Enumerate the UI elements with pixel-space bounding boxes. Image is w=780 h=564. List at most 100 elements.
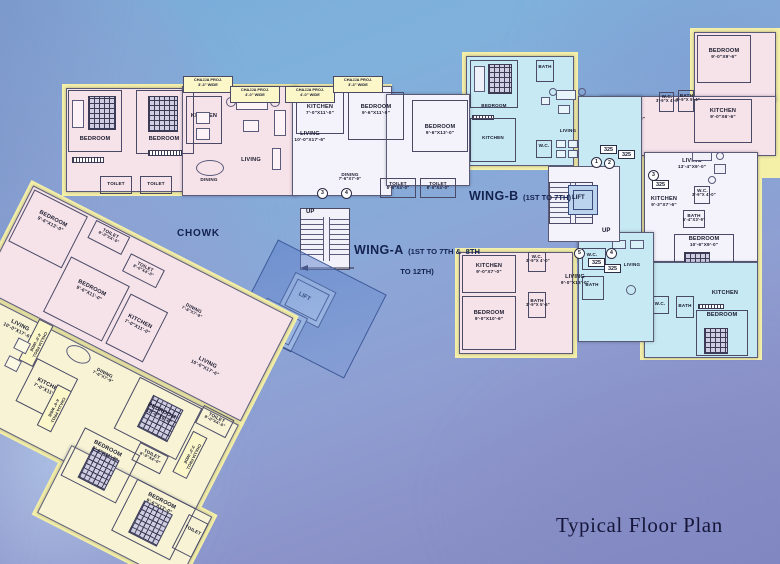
dining-furniture — [556, 150, 566, 158]
room-wc — [582, 248, 606, 270]
column-number: 3 — [317, 188, 328, 199]
chajja-callout: CHAJJA PROJ.3'-3" WIDE — [333, 76, 383, 93]
room-wc — [659, 92, 674, 112]
window-hatch — [72, 157, 104, 163]
chowk-label: CHOWK — [177, 228, 220, 239]
room-bath — [678, 90, 694, 112]
chair-furniture — [578, 88, 586, 96]
table-furniture — [714, 164, 726, 174]
room-label: BEDROOM — [481, 103, 507, 108]
unit-furniture — [541, 97, 550, 105]
lift-shaft-wing-b — [568, 185, 598, 215]
room-kitchen — [470, 118, 516, 162]
room-label: BATH — [678, 303, 692, 308]
room-toilet — [380, 178, 416, 198]
page-title: Typical Floor Plan — [556, 513, 723, 537]
room-bedroom — [696, 310, 748, 356]
room-label: KITCHEN — [711, 290, 739, 296]
chajja-callout: CHAJJA PROJ.4'-0" WIDE — [285, 86, 335, 103]
lift-label: LIFT — [572, 195, 585, 201]
room-label: KITCHEN 9'-0"X7'-0" — [475, 263, 503, 275]
room-label: BATH 3'-9"X 5'-6" — [526, 298, 550, 308]
room-wc — [694, 186, 710, 204]
room-label: BATH — [585, 282, 599, 287]
window-hatch — [698, 304, 724, 309]
room-label: TOILET 8'-0"X4'-0" — [426, 181, 450, 191]
room-label: BATH 3'-9"X 5'-4" — [676, 93, 700, 103]
room-label: TOILET — [147, 181, 165, 186]
room-label: TOILET 8'-0"X4'-0" — [386, 181, 410, 191]
room-toilet — [140, 176, 172, 194]
room-label: BEDROOM 9'-6"X11'-0" — [360, 104, 392, 116]
wing-a-label: WING-A (1ST TO 7TH & 8TH TO 12TH) — [354, 243, 480, 276]
bed-furniture — [88, 96, 116, 130]
sofa-furniture — [556, 90, 576, 100]
dining-table-furniture — [196, 160, 224, 176]
room-bedroom — [68, 90, 122, 152]
dining-furniture — [556, 140, 566, 148]
bed-furniture — [148, 96, 178, 132]
column-number: 4 — [341, 188, 352, 199]
room-label: TOILET — [107, 181, 125, 186]
room-label: W.C. — [586, 252, 598, 257]
room-label: LIVING 10'-0"X17'-6" — [294, 131, 326, 143]
up-label: UP — [602, 228, 611, 234]
column-number: 1 — [591, 157, 602, 168]
unit-block-wing-b-right-top — [694, 32, 776, 102]
room-label: W.C. 3'-9"X 4'-0" — [692, 188, 716, 198]
room-bedroom — [462, 296, 516, 350]
column-number: 5 — [574, 248, 585, 259]
room-label: BEDROOM 10'-6"X9'-0" — [688, 236, 720, 248]
unit-block-wing-b-right-mid — [644, 152, 758, 262]
room-label: BEDROOM — [706, 312, 738, 318]
window-hatch — [148, 150, 182, 156]
unit-furniture — [196, 112, 210, 124]
table-furniture — [558, 105, 570, 114]
bed-furniture — [488, 64, 512, 94]
room-bedroom — [470, 60, 518, 108]
room-label: LIVING — [623, 262, 641, 267]
duct-tag: 325 — [618, 150, 635, 159]
room-label: BEDROOM — [148, 136, 180, 142]
room-label: LIVING 13'-4"X9'-0" — [677, 158, 707, 170]
room-label: DINING — [200, 177, 218, 182]
room-label: KITCHEN — [482, 135, 504, 140]
room-bath — [536, 60, 554, 82]
unit-block-top-center — [292, 86, 392, 196]
column-number: 2 — [604, 158, 615, 169]
room-label: BATH — [538, 64, 552, 69]
sofa-furniture — [692, 152, 712, 161]
chair-furniture — [716, 152, 724, 160]
room-label: BEDROOM — [79, 136, 111, 142]
room-label: W.C. 3'-9"X 4'-0" — [526, 254, 550, 264]
up-label: UP — [306, 209, 315, 215]
room-wc — [528, 252, 546, 272]
chair-furniture — [708, 176, 716, 184]
unit-furniture — [272, 148, 281, 170]
unit-furniture — [196, 128, 210, 140]
wardrobe-furniture — [72, 100, 84, 128]
room-wc — [536, 140, 552, 158]
room-label: LIVING — [241, 157, 261, 163]
room-label: BEDROOM 9'-6"X13'-0" — [424, 124, 456, 136]
sofa-furniture — [274, 110, 286, 136]
wing-b-label: WING-B (1ST TO 7TH) — [468, 189, 572, 203]
room-label: LIVING 9'-0"X13'-0" — [560, 274, 590, 286]
duct-tag: 325 — [588, 258, 605, 267]
duct-tag: 325 — [652, 180, 669, 189]
table-furniture — [243, 120, 259, 132]
room-label: BEDROOM 9'-0"X9'-6" — [708, 48, 740, 60]
dining-furniture — [568, 140, 578, 148]
room-label: W.C. 3'-9"X 4'-0" — [656, 94, 680, 104]
column-number: 3 — [648, 170, 659, 181]
duct-tag: 325 — [600, 145, 617, 154]
chajja-callout: CHAJJA PROJ.4'-0" WIDE — [230, 86, 280, 103]
window-hatch — [472, 115, 494, 120]
room-toilet — [420, 178, 456, 198]
column-number: 4 — [606, 248, 617, 259]
chair-furniture — [549, 88, 557, 96]
room-label: KITCHEN 7'-0"X11'-0" — [305, 104, 335, 116]
wardrobe-furniture — [474, 66, 485, 92]
room-label: W.C. — [538, 143, 550, 148]
